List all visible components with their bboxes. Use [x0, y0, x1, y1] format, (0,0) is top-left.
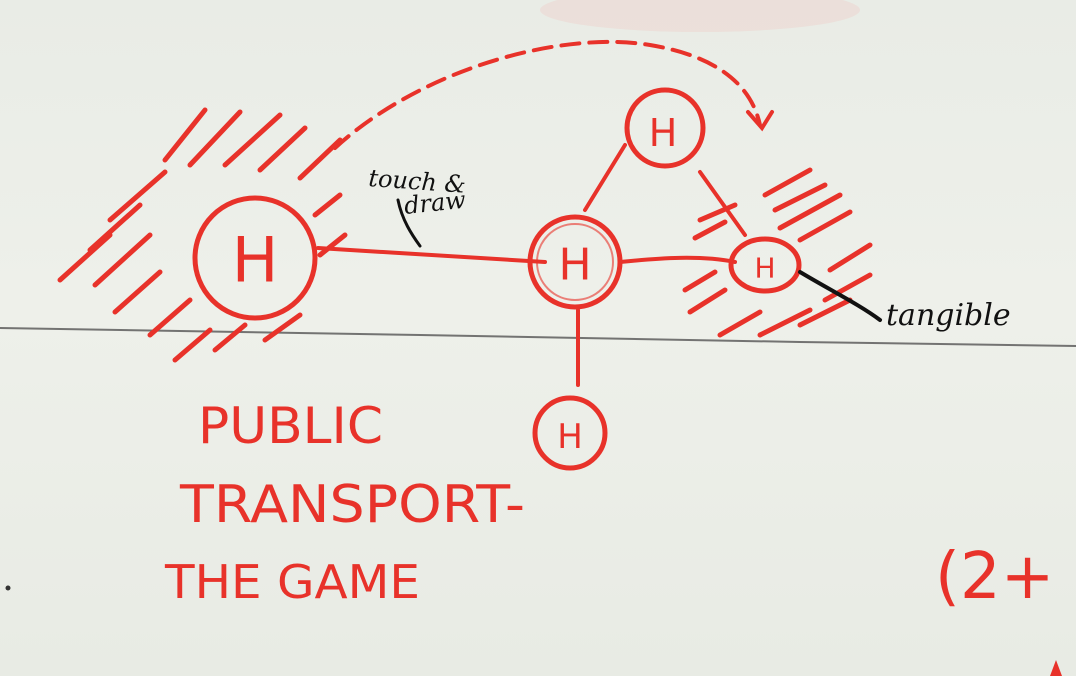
tangible-annotation: tangible	[798, 270, 1011, 333]
station-bottom: H	[532, 395, 608, 471]
hatching-tangible-station	[682, 167, 873, 338]
touch-draw-text-line1: touch &	[368, 164, 467, 199]
station-big: H	[192, 195, 318, 321]
route-lines	[316, 143, 747, 387]
hatching-big-station	[57, 107, 348, 363]
station-big-label: H	[232, 224, 279, 297]
route-line-hub-top	[583, 143, 627, 212]
tangible-text: tangible	[886, 298, 1011, 333]
game-title: PUBLIC TRANSPORT- THE GAME	[164, 397, 525, 609]
corner-fragment-text: (2+	[935, 540, 1054, 614]
touch-draw-annotation: touch & draw	[368, 164, 468, 248]
marker-dot	[5, 585, 11, 591]
marker-smudge	[540, 0, 860, 32]
title-line-the-game: THE GAME	[164, 555, 420, 609]
dashed-route-arc	[333, 39, 762, 150]
corner-red-mark	[1050, 660, 1062, 676]
title-line-public: PUBLIC	[198, 397, 383, 455]
touch-draw-text-line2: draw	[403, 186, 468, 220]
route-line-big-hub	[316, 246, 547, 264]
station-tangible: H	[728, 236, 802, 294]
station-bottom-label: H	[557, 417, 583, 457]
touch-draw-pointer	[396, 198, 422, 248]
station-top-label: H	[649, 111, 678, 155]
station-hub: H	[527, 214, 623, 310]
arc-arrowhead	[746, 110, 774, 132]
route-line-hub-tangible	[618, 255, 737, 264]
title-line-transport: TRANSPORT-	[179, 475, 525, 535]
route-line-top-tangible	[698, 170, 747, 237]
station-hub-label: H	[558, 240, 591, 291]
tangible-pointer	[798, 270, 882, 322]
station-tangible-label: H	[754, 252, 775, 285]
station-top: H	[624, 87, 706, 169]
